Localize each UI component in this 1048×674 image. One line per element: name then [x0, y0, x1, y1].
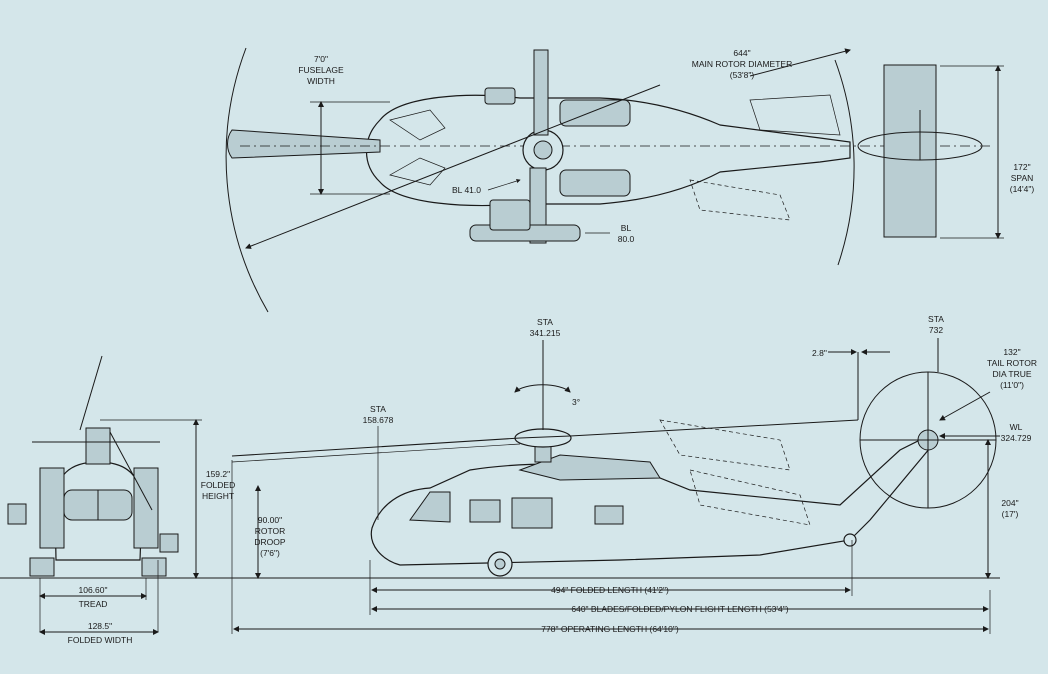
folded-blade-up — [533, 49, 549, 136]
operating-length-label: 778" OPERATING LENGTH (64'10") — [541, 624, 679, 634]
folded-blade-front-1 — [79, 355, 103, 431]
tail-folded-ghost — [689, 179, 791, 221]
side-fuselage — [370, 439, 931, 566]
sponson-bottom — [489, 199, 531, 231]
rotor-diameter-value: 644" — [733, 48, 750, 58]
sta-158-label: STA — [370, 404, 386, 414]
front-left-store — [7, 503, 27, 525]
side-view — [0, 338, 1000, 634]
top-view — [225, 47, 1004, 313]
cabin-window-2 — [594, 505, 624, 525]
engine-bay-bottom — [559, 169, 631, 197]
cockpit-window — [409, 491, 451, 523]
folded-height-label-2: HEIGHT — [202, 491, 234, 501]
front-rotor-mast — [85, 427, 111, 465]
main-wheel-hub — [494, 558, 506, 570]
sta-732-label: STA — [928, 314, 944, 324]
sta-341-value: 341.215 — [530, 328, 561, 338]
folded-height-label-1: FOLDED — [201, 480, 235, 490]
rotor-diameter-label: MAIN ROTOR DIAMETER — [692, 59, 792, 69]
rotor-droop-label-2: DROOP — [254, 537, 286, 547]
front-right-store — [159, 533, 179, 553]
tail-boom-folded-top — [749, 94, 841, 136]
rotor-diameter-leader-right — [749, 48, 851, 77]
bl80-value: 80.0 — [618, 234, 635, 244]
tilt-label: 3° — [572, 397, 580, 407]
sta-341-label: STA — [537, 317, 553, 327]
span-value: 172" — [1013, 162, 1030, 172]
tail-wheel — [843, 533, 857, 547]
cockpit-window-top — [389, 109, 446, 141]
cabin-window-1 — [469, 499, 501, 523]
main-rotor-disk-arc-right — [834, 59, 855, 266]
fuselage-width-value: 7'0" — [314, 54, 328, 64]
tread-value: 106.60" — [78, 585, 107, 595]
span-ft: (14'4") — [1010, 184, 1035, 194]
horizontal-stabilizer — [883, 64, 937, 238]
folded-blade-front-2 — [109, 431, 153, 511]
tail-height-value: 204" — [1001, 498, 1018, 508]
tail-rotor-ft: (11'0") — [1000, 380, 1024, 390]
folded-length-label: 494" FOLDED LENGTH (41'2") — [551, 585, 669, 595]
engine-housing — [518, 454, 661, 481]
folded-width-value: 128.5" — [88, 621, 112, 631]
folded-width-label: FOLDED WIDTH — [68, 635, 133, 645]
rotor-droop-value: 90.00" — [258, 515, 282, 525]
sponson-top — [484, 87, 516, 105]
wl-label: WL — [1010, 422, 1023, 432]
rotor-diameter-leader — [245, 84, 661, 249]
main-rotor-blade-lower — [231, 443, 521, 463]
folded-blades-ghost-2 — [689, 469, 811, 526]
cockpit-window-bottom — [389, 157, 446, 186]
bl41-label: BL 41.0 — [452, 185, 481, 195]
top-front-blade — [227, 129, 381, 159]
main-rotor-disk-arc — [225, 47, 269, 313]
front-view — [7, 355, 202, 635]
wl-value: 324.729 — [1001, 433, 1032, 443]
offset-label: 2.8" — [812, 348, 827, 358]
cabin-door — [511, 497, 553, 529]
tail-rotor-label: TAIL ROTOR — [987, 358, 1037, 368]
tread-label: TREAD — [79, 599, 108, 609]
tail-height-ft: (17') — [1002, 509, 1019, 519]
sta-732-value: 732 — [929, 325, 943, 335]
bl80-label: BL — [621, 223, 632, 233]
tail-rotor-dia: DIA TRUE — [992, 369, 1031, 379]
front-left-sponson — [39, 467, 65, 549]
blades-folded-length-label: 640" BLADES/FOLDED/PYLON FLIGHT LENGTH (… — [571, 604, 788, 614]
front-right-wheel — [141, 557, 167, 577]
rotor-droop-ft: (7'6") — [260, 548, 280, 558]
rotor-droop-label-1: ROTOR — [255, 526, 286, 536]
tilt-arc — [514, 384, 571, 393]
main-rotor-blade-line — [231, 419, 859, 457]
bl41-leader — [487, 179, 521, 191]
top-rotor-hub-inner — [533, 140, 553, 160]
fuselage-width-label-2: WIDTH — [307, 76, 335, 86]
sta-158-value: 158.678 — [363, 415, 394, 425]
front-right-sponson — [133, 467, 159, 549]
engine-bay-top — [559, 99, 631, 127]
tail-rotor-value: 132" — [1003, 347, 1020, 357]
tail-rotor-dia-leader — [939, 391, 991, 421]
span-label: SPAN — [1011, 173, 1034, 183]
rotor-diameter-ft: (53'8") — [730, 70, 755, 80]
folded-height-value: 159.2" — [206, 469, 230, 479]
front-left-wheel — [29, 557, 55, 577]
fuselage-width-label-1: FUSELAGE — [298, 65, 344, 75]
labels: 7'0" FUSELAGE WIDTH 644" MAIN ROTOR DIAM… — [68, 48, 1037, 645]
